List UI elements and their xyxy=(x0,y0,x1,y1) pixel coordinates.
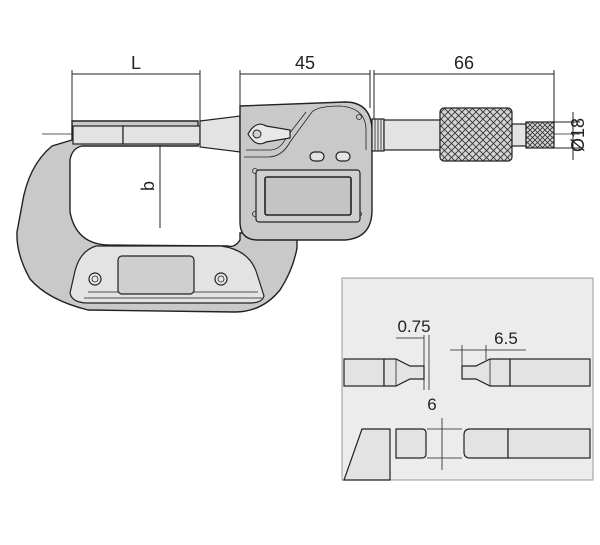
dim-gap-label: 0.75 xyxy=(397,317,430,336)
spindle-side xyxy=(509,358,591,387)
spindle-top xyxy=(507,428,591,459)
ratchet-stop xyxy=(525,121,555,149)
dim-height-label: 6 xyxy=(427,395,436,414)
anvil-side xyxy=(343,358,385,387)
screw-left-icon xyxy=(88,272,102,286)
dim-diameter: Ø18 xyxy=(554,112,588,160)
dim-diameter-label: Ø18 xyxy=(568,118,588,152)
head-top-curve xyxy=(244,105,367,158)
spindle-sleeve xyxy=(199,115,241,153)
detail-view: 0.75 6.5 6 xyxy=(341,277,594,481)
screw-left-inner xyxy=(91,275,99,283)
dim-66: 66 xyxy=(373,53,555,122)
lock-knob-dot xyxy=(252,129,262,139)
main-view: L 45 66 Ø18 b xyxy=(16,53,588,313)
anvil-blade-top xyxy=(395,428,427,459)
dim-66-label: 66 xyxy=(454,53,474,73)
lcd-screen xyxy=(264,176,352,216)
detail-side-view: 0.75 6.5 xyxy=(343,317,591,390)
dim-L: L xyxy=(71,53,201,121)
dim-b: b xyxy=(138,145,161,228)
dim-b-label: b xyxy=(138,181,158,191)
dim-L-label: L xyxy=(131,53,141,73)
spindle xyxy=(122,125,201,145)
head-screw-1 xyxy=(356,114,362,120)
button-left-icon xyxy=(309,151,325,162)
detail-top-view: 6 xyxy=(343,395,591,481)
dim-45-label: 45 xyxy=(295,53,315,73)
barrel xyxy=(383,119,441,151)
knurled-thimble xyxy=(439,107,513,162)
screw-right-inner xyxy=(217,275,225,283)
lock-knob-icon xyxy=(247,123,291,145)
button-right-icon xyxy=(335,151,351,162)
thimble-ridges xyxy=(374,119,382,151)
spindle-blade-top xyxy=(463,428,509,459)
plate-recess xyxy=(117,255,195,295)
screw-right-icon xyxy=(214,272,228,286)
dim-45: 45 xyxy=(239,53,371,108)
dim-tip-label: 6.5 xyxy=(494,329,518,348)
ratchet-neck xyxy=(511,123,527,147)
frame-edge-top xyxy=(343,428,391,481)
anvil xyxy=(72,125,124,145)
